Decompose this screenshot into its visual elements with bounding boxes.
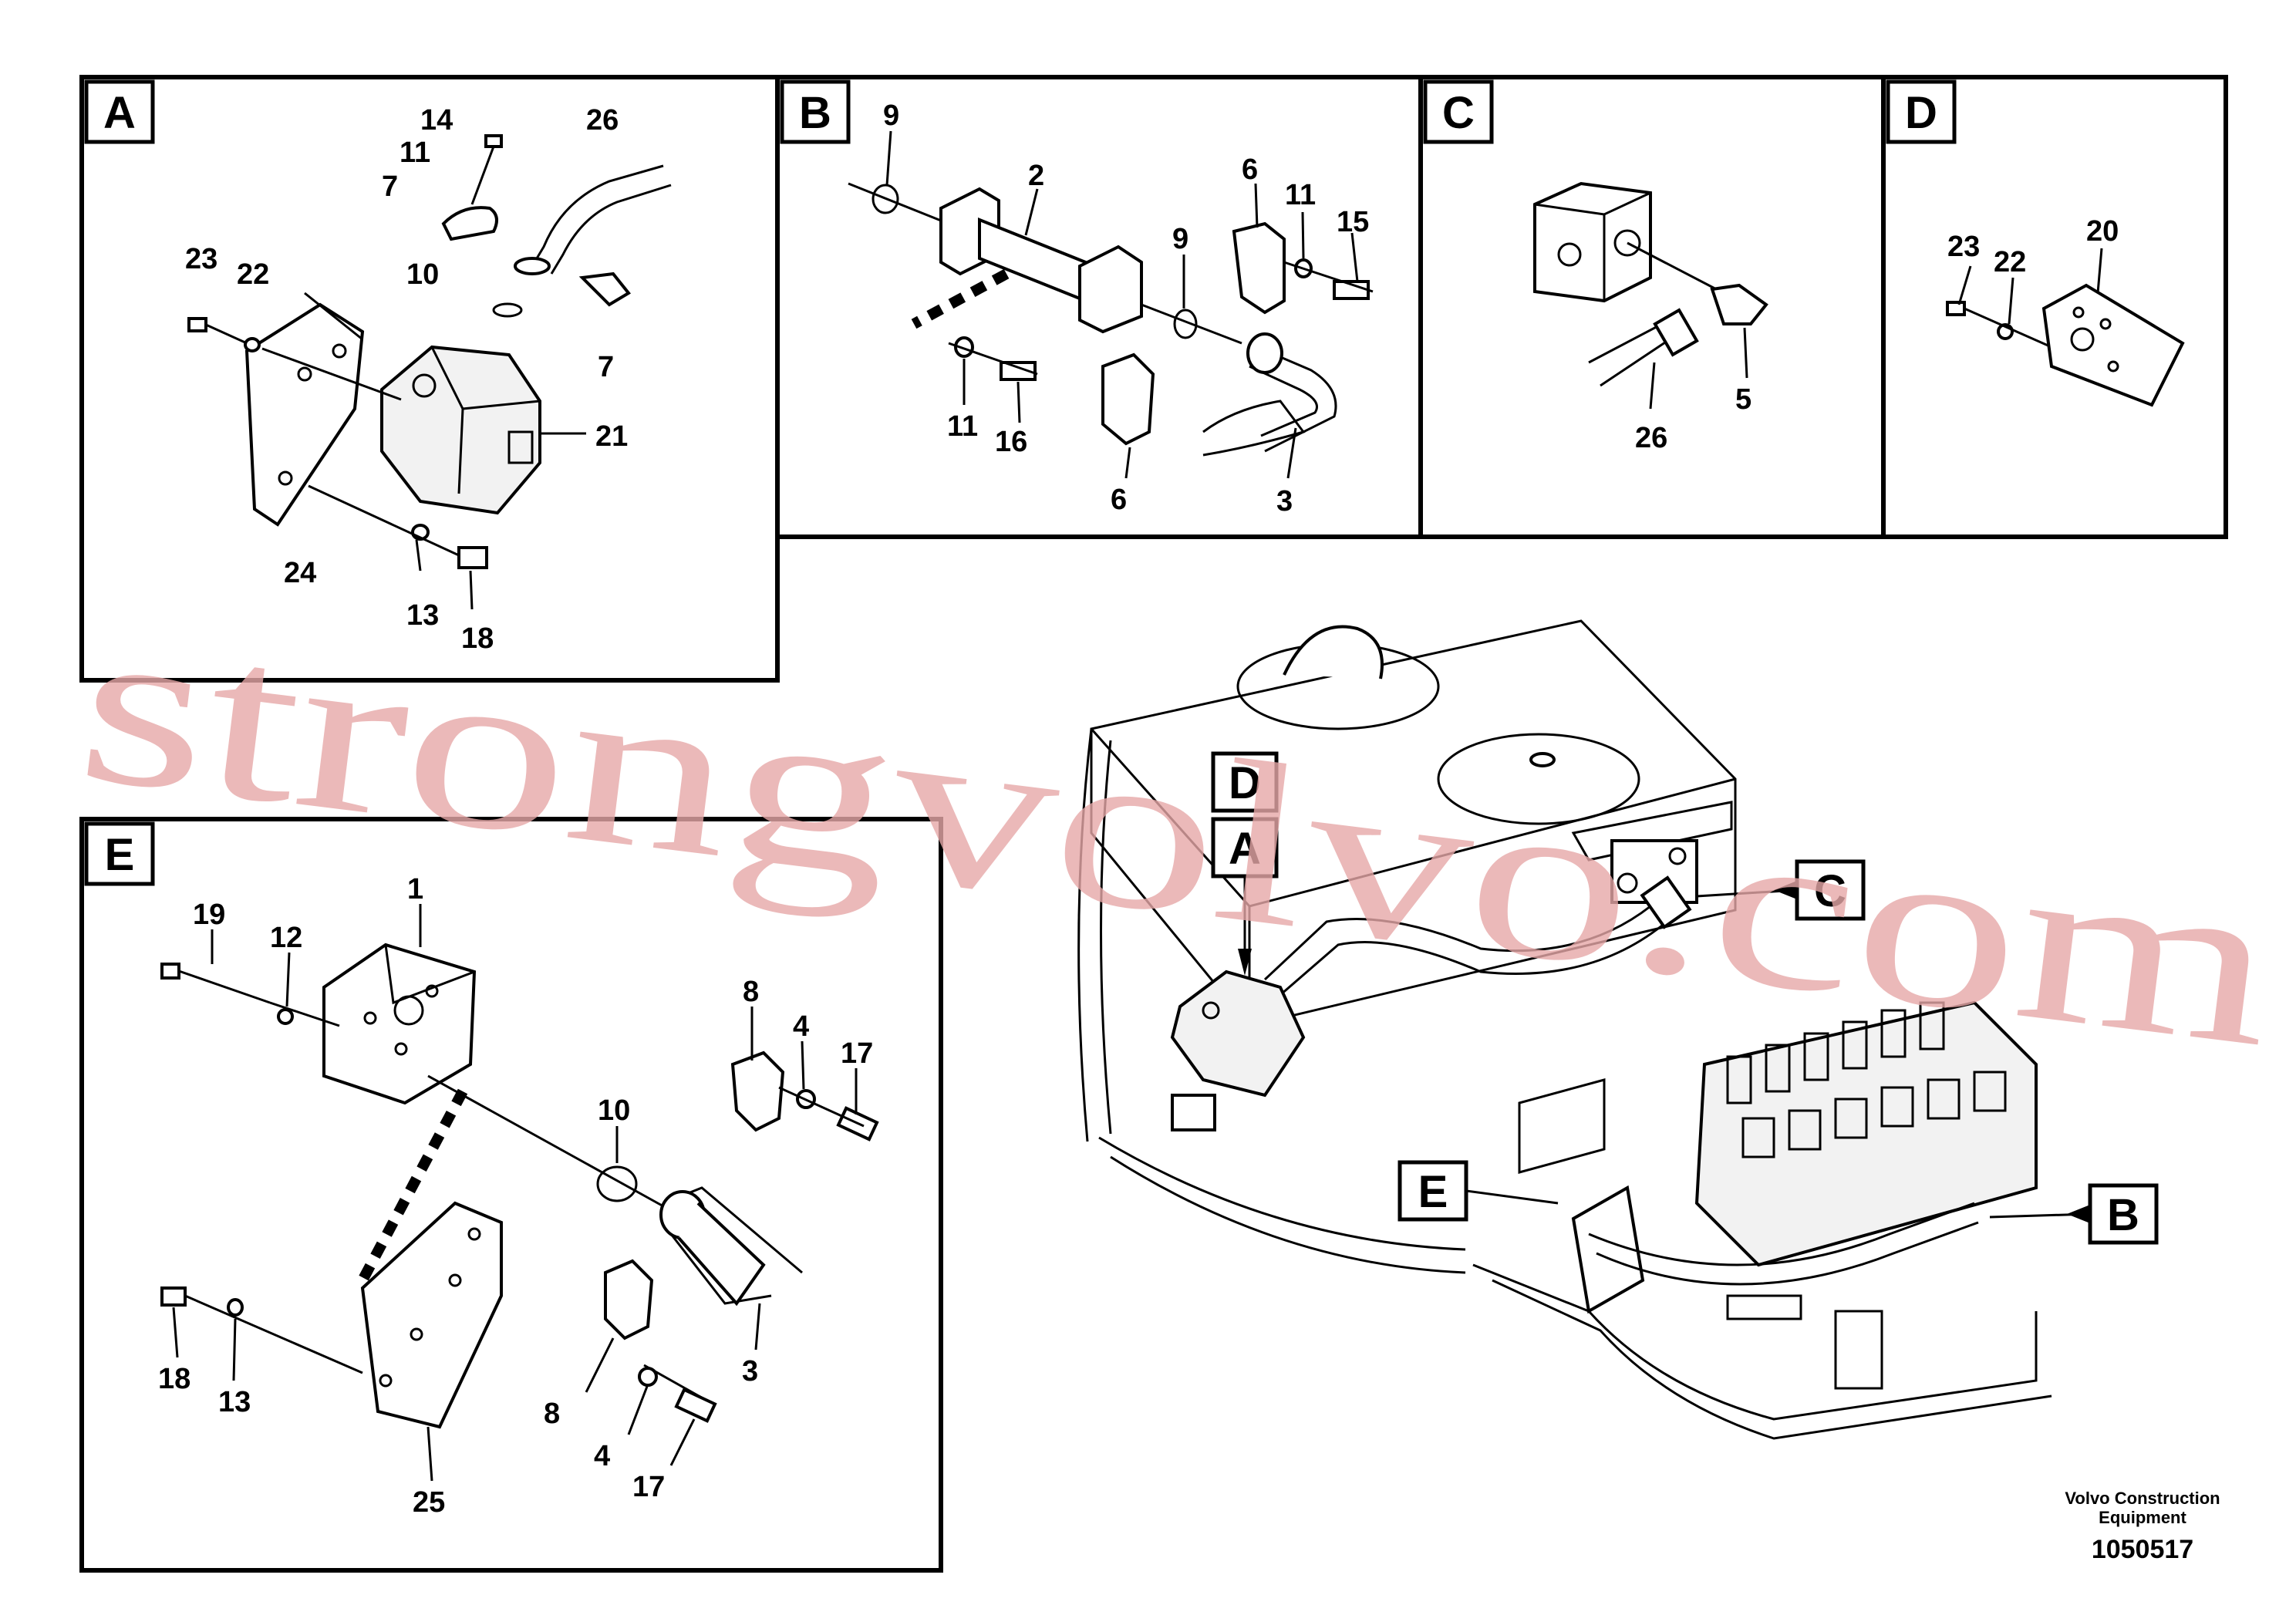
label-b-6b: 6	[1111, 484, 1127, 516]
panel-a-tag: A	[103, 88, 136, 138]
label-a-22: 22	[237, 258, 269, 291]
label-d-23: 23	[1947, 231, 1980, 263]
callout-a: A	[1229, 824, 1261, 874]
label-e-8b: 8	[544, 1398, 560, 1430]
label-e-8: 8	[743, 976, 759, 1008]
drawing-number: 1050517	[2092, 1535, 2193, 1564]
label-b-15: 15	[1337, 206, 1369, 238]
label-b-3: 3	[1276, 485, 1293, 518]
label-e-12: 12	[270, 922, 302, 954]
label-a-7b: 7	[598, 351, 614, 383]
label-d-20: 20	[2086, 215, 2119, 248]
panel-e-tag: E	[105, 830, 135, 880]
label-e-1: 1	[407, 873, 423, 905]
label-e-18: 18	[158, 1363, 190, 1395]
callout-b: B	[2107, 1190, 2139, 1240]
panel-d: D 23 22 20	[1881, 75, 2228, 539]
label-a-13: 13	[406, 599, 439, 632]
label-e-17b: 17	[632, 1471, 665, 1503]
callout-d: D	[1229, 758, 1261, 808]
panel-a: A 14	[79, 75, 780, 683]
label-a-7: 7	[382, 170, 398, 203]
label-b-16: 16	[995, 426, 1027, 458]
panel-e-frame	[79, 817, 943, 1573]
label-b-11: 11	[1285, 179, 1316, 211]
label-e-10: 10	[598, 1094, 630, 1127]
panel-c-tag: C	[1442, 88, 1475, 138]
panel-c-frame	[1418, 75, 1886, 539]
label-a-18: 18	[461, 622, 494, 655]
panel-c: C 5 26	[1418, 75, 1886, 539]
label-a-23: 23	[185, 243, 217, 275]
label-e-4: 4	[793, 1010, 809, 1043]
panel-d-frame	[1881, 75, 2228, 539]
label-e-17: 17	[841, 1037, 873, 1070]
label-b-2: 2	[1028, 160, 1044, 192]
panel-b-tag: B	[799, 88, 831, 138]
footer-company-line2: Equipment	[2099, 1508, 2186, 1527]
panel-e: E	[79, 817, 943, 1573]
callout-c: C	[1814, 866, 1846, 916]
label-b-9: 9	[883, 99, 899, 132]
callouts: D A C E B	[1211, 751, 2159, 1245]
label-a-10: 10	[406, 258, 439, 291]
footer-company: Volvo Construction	[2065, 1489, 2220, 1508]
main-assembly	[1077, 619, 2052, 1440]
label-d-22: 22	[1994, 246, 2026, 278]
label-e-4b: 4	[594, 1440, 610, 1472]
label-a-24: 24	[284, 557, 316, 589]
label-e-19: 19	[193, 899, 225, 931]
label-c-5: 5	[1735, 383, 1752, 416]
label-e-25: 25	[413, 1486, 445, 1519]
callout-e: E	[1418, 1167, 1448, 1217]
label-e-13: 13	[218, 1386, 251, 1418]
label-a-14: 14	[420, 104, 453, 137]
label-b-11b: 11	[947, 410, 978, 443]
panel-b: B	[775, 75, 1423, 539]
label-e-3: 3	[742, 1355, 758, 1388]
label-b-9b: 9	[1172, 223, 1188, 255]
label-a-26: 26	[586, 104, 619, 137]
panel-d-tag: D	[1905, 88, 1937, 138]
label-c-26: 26	[1635, 422, 1667, 454]
label-a-11: 11	[400, 137, 430, 169]
label-b-6: 6	[1242, 153, 1258, 186]
label-a-21: 21	[595, 420, 628, 453]
